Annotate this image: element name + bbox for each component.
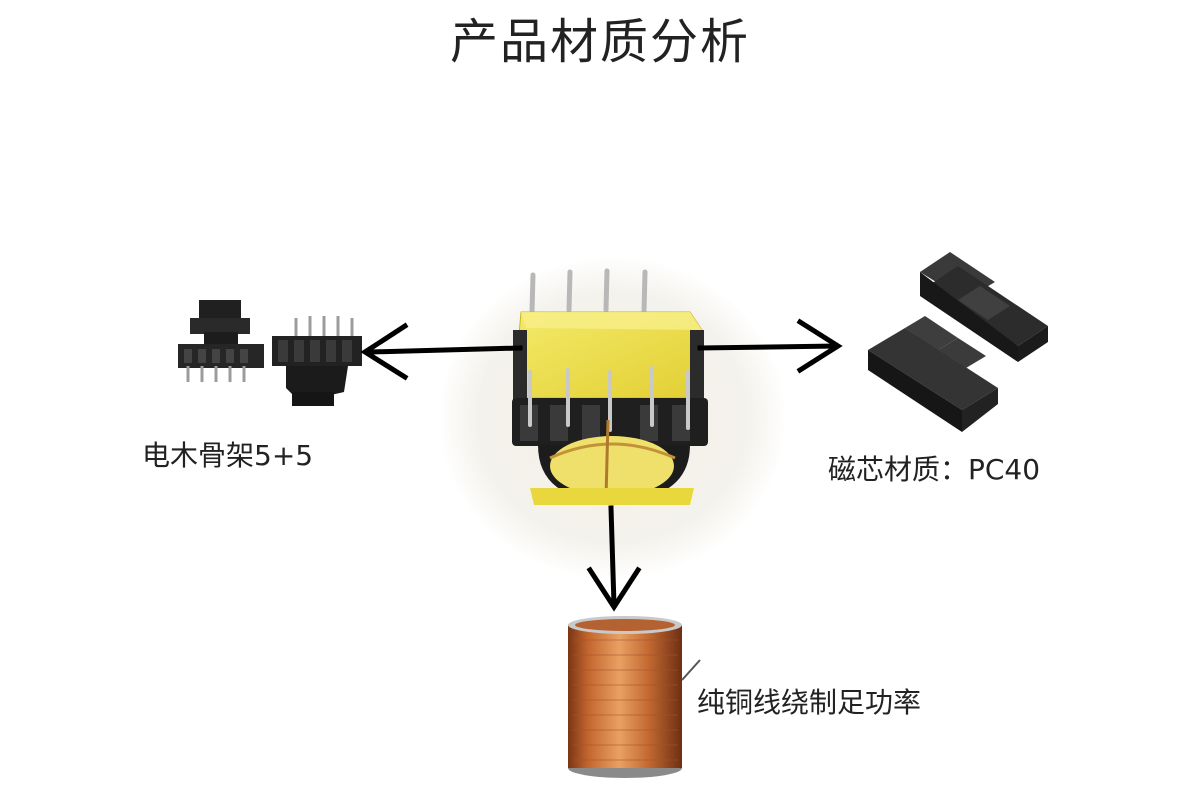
arrow-to-wire [586, 505, 642, 612]
ferrite-core-image [868, 252, 1048, 432]
copper-wire-label: 纯铜线绕制足功率 [697, 686, 922, 719]
bobbin-label: 电木骨架5+5 [142, 439, 314, 472]
copper-spool-image [568, 616, 701, 778]
bobbin-image [178, 300, 362, 406]
core-material-label: 磁芯材质：PC40 [828, 453, 1041, 486]
page-title: 产品材质分析 [449, 14, 750, 70]
arrow-to-bobbin [360, 322, 523, 381]
transformer-image [512, 268, 708, 505]
arrow-to-core [697, 318, 843, 374]
